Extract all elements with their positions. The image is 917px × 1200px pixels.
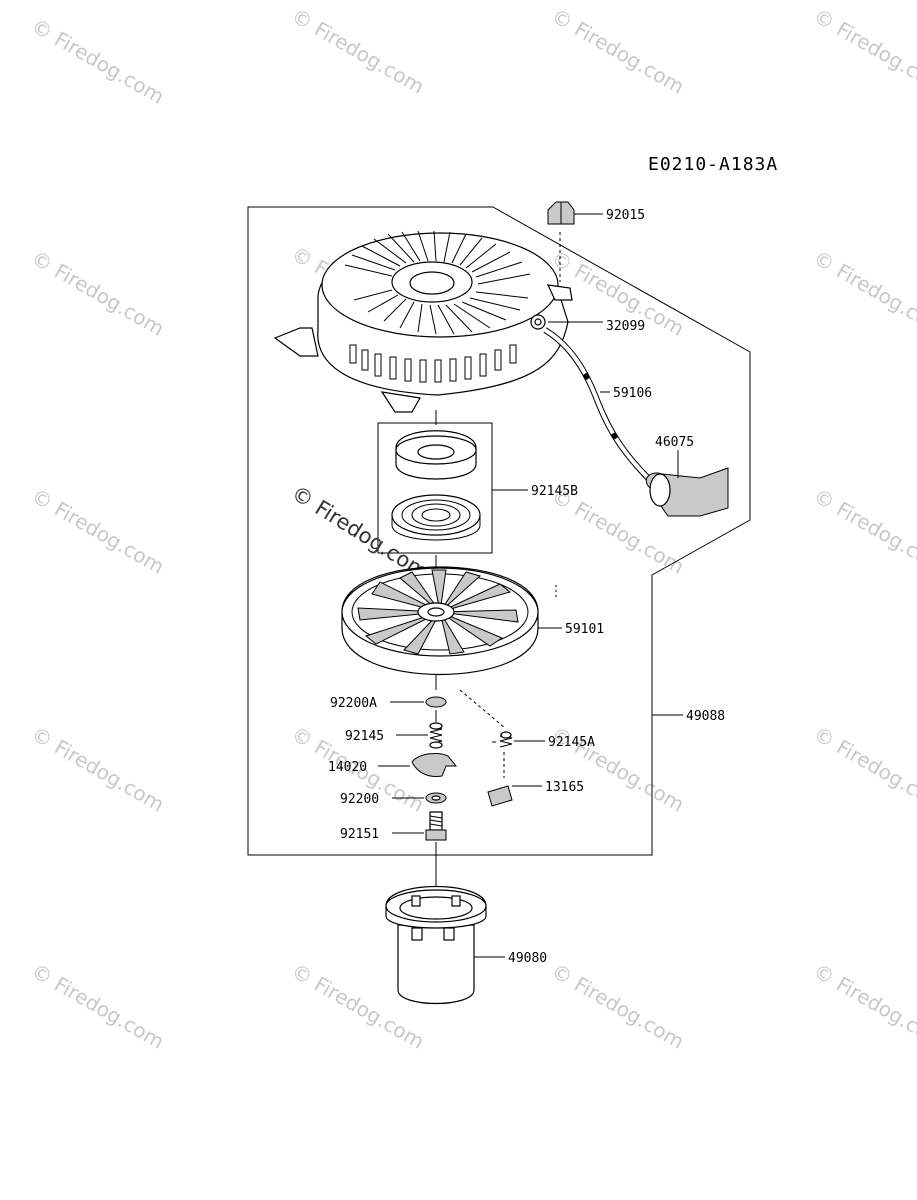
- part-label-13165: 13165: [545, 780, 584, 795]
- diagram-code: E0210-A183A: [648, 154, 778, 175]
- starter-handle-part: [645, 450, 729, 517]
- part-label-92145: 92145: [345, 729, 384, 744]
- washer-part: [425, 792, 447, 804]
- assembly-outline: [247, 206, 751, 856]
- recoil-cover-part: [273, 230, 573, 413]
- bolt-part: [425, 811, 447, 841]
- watermark: © Firedog.com: [28, 246, 169, 341]
- part-label-92200: 92200: [340, 792, 379, 807]
- small-spring-part: [492, 731, 513, 748]
- watermark: © Firedog.com: [28, 14, 169, 109]
- watermark: © Firedog.com: [28, 722, 169, 817]
- guide-plate-part: [487, 785, 513, 807]
- watermark: © Firedog.com: [28, 959, 169, 1054]
- watermark: © Firedog.com: [810, 959, 917, 1054]
- watermark: © Firedog.com: [548, 959, 689, 1054]
- watermark: © Firedog.com: [810, 246, 917, 341]
- watermark: © Firedog.com: [548, 4, 689, 99]
- spring-kit-box: [377, 422, 493, 554]
- ratchet-part: [411, 753, 458, 777]
- part-label-59101: 59101: [565, 622, 604, 637]
- part-label-59106: 59106: [613, 386, 652, 401]
- rope-reel-part: [341, 566, 539, 676]
- part-label-92015: 92015: [606, 208, 645, 223]
- part-label-49088: 49088: [686, 709, 725, 724]
- cap-nut-part: [547, 201, 603, 225]
- part-label-92200A: 92200A: [330, 696, 377, 711]
- recoil-spring-part: [391, 494, 481, 541]
- part-label-14020: 14020: [328, 760, 367, 775]
- part-label-32099: 32099: [606, 319, 645, 334]
- watermark: © Firedog.com: [28, 484, 169, 579]
- watermark: © Firedog.com: [810, 722, 917, 817]
- washer-part: [425, 696, 447, 708]
- spring-case-part: [395, 430, 477, 480]
- part-label-92151: 92151: [340, 827, 379, 842]
- part-label-46075: 46075: [655, 435, 694, 450]
- watermark: © Firedog.com: [288, 4, 429, 99]
- part-label-49080: 49080: [508, 951, 547, 966]
- side-axis: [459, 689, 506, 729]
- spring-part: [429, 722, 443, 749]
- watermark: © Firedog.com: [810, 484, 917, 579]
- part-label-92145B: 92145B: [531, 484, 578, 499]
- starter-rope-part: [543, 327, 653, 483]
- part-label-92145A: 92145A: [548, 735, 595, 750]
- starter-pulley-part: [385, 886, 487, 1004]
- watermark: © Firedog.com: [810, 4, 917, 99]
